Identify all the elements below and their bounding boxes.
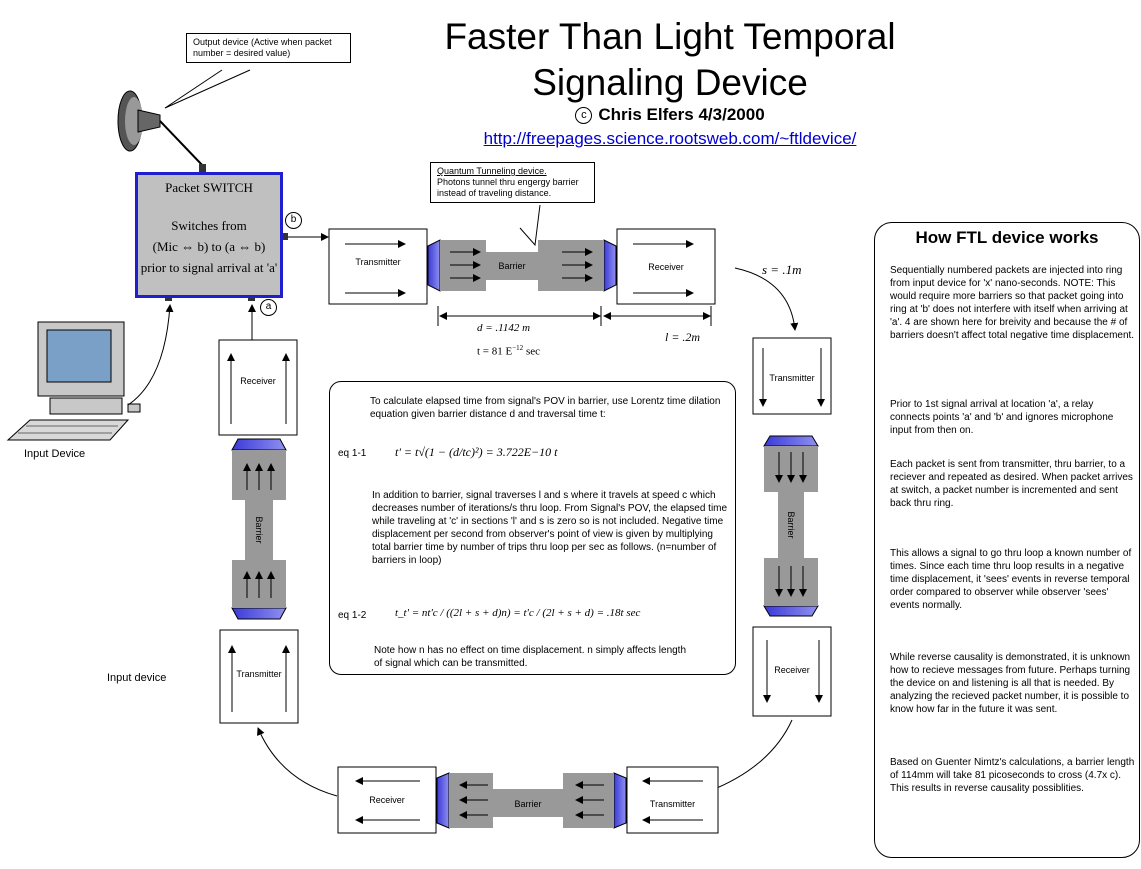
equation-2: t_t' = nt'c / ((2l + s + d)n) = t'c / (2… bbox=[395, 607, 641, 619]
right-receiver-label: Receiver bbox=[774, 665, 810, 675]
packet-switch[interactable]: Packet SWITCH Switches from (Mic ⇔ b) to… bbox=[135, 172, 283, 298]
right-transmitter-label: Transmitter bbox=[769, 373, 815, 383]
dimension-t: t = 81 E−12 sec bbox=[477, 344, 540, 358]
how-it-works-panel bbox=[874, 222, 1140, 858]
dimension-t-exp: −12 bbox=[512, 344, 524, 352]
how-it-works-title: How FTL device works bbox=[915, 228, 1099, 247]
how-paragraph-2: Prior to 1st signal arrival at location … bbox=[890, 399, 1114, 436]
how-paragraph-3: Each packet is sent from transmitter, th… bbox=[890, 459, 1133, 509]
bottom-barrier-label: Barrier bbox=[514, 799, 542, 809]
dimension-d: d = .1142 m bbox=[477, 322, 531, 334]
left-barrier-assembly bbox=[231, 438, 287, 620]
left-barrier-label: Barrier bbox=[254, 516, 264, 544]
title-line-2: Signaling Device bbox=[532, 62, 808, 103]
switch-line-4: prior to signal arrival at 'a' bbox=[140, 260, 278, 275]
bottom-barrier-assembly bbox=[436, 772, 627, 829]
equation-note: Note how n has no effect on time displac… bbox=[374, 645, 687, 669]
right-barrier-assembly bbox=[763, 435, 819, 617]
top-transmitter-label: Transmitter bbox=[355, 257, 401, 267]
left-receiver-label: Receiver bbox=[240, 376, 276, 386]
author-date: Chris Elfers 4/3/2000 bbox=[598, 105, 765, 124]
bottom-receiver-label: Receiver bbox=[369, 795, 405, 805]
output-device-callout: Output device (Active when packet number… bbox=[186, 33, 351, 63]
tunnel-callout-title: Quantum Tunneling device. bbox=[437, 166, 547, 176]
eq1-label: eq 1-1 bbox=[338, 448, 367, 459]
dimension-t-unit: sec bbox=[525, 345, 540, 358]
dimension-l: l = .2m bbox=[665, 330, 701, 344]
equation-box bbox=[329, 381, 736, 675]
title-line-1: Faster Than Light Temporal bbox=[444, 16, 896, 57]
right-barrier-label: Barrier bbox=[786, 511, 796, 539]
top-barrier-label: Barrier bbox=[498, 261, 526, 271]
left-transmitter-label: Transmitter bbox=[236, 669, 282, 679]
top-barrier-assembly bbox=[427, 239, 617, 292]
website-link[interactable]: http://freepages.science.rootsweb.com/~f… bbox=[483, 129, 857, 148]
switch-line-3: (Mic ⇔ b) to (a ⇔ b) bbox=[152, 239, 266, 254]
how-paragraph-6: Based on Guenter Nimtz's calculations, a… bbox=[890, 757, 1135, 794]
quantum-tunneling-callout: Quantum Tunneling device. Photons tunnel… bbox=[430, 162, 595, 203]
point-a-marker: a bbox=[260, 299, 277, 316]
input-device-label: Input Device bbox=[24, 448, 86, 460]
eq2-label: eq 1-2 bbox=[338, 610, 367, 621]
top-receiver-label: Receiver bbox=[648, 262, 684, 272]
switch-line-2: Switches from bbox=[171, 218, 247, 233]
bottom-transmitter-label: Transmitter bbox=[649, 799, 696, 809]
input-device-label-2: Input device bbox=[107, 672, 167, 684]
tunnel-callout-text: Photons tunnel thru engergy barrier inst… bbox=[437, 177, 579, 198]
switch-title: Packet SWITCH bbox=[165, 180, 253, 195]
copyright-icon: c bbox=[575, 107, 593, 124]
how-paragraph-4: This allows a signal to go thru loop a k… bbox=[890, 548, 1132, 611]
page-title: Faster Than Light Temporal Signaling Dev… bbox=[330, 14, 1010, 106]
dimension-s: s = .1m bbox=[762, 262, 802, 277]
point-b-marker: b bbox=[285, 212, 302, 229]
dimension-t-value: t = 81 E bbox=[477, 345, 513, 358]
computer-icon bbox=[6, 321, 141, 441]
how-paragraph-1: Sequentially numbered packets are inject… bbox=[890, 265, 1135, 341]
byline: c Chris Elfers 4/3/2000 bbox=[470, 105, 870, 125]
equation-intro: To calculate elapsed time from signal's … bbox=[370, 396, 721, 420]
equation-1: t' = t√(1 − (d/tc)²) = 3.722E−10 t bbox=[395, 445, 558, 459]
how-paragraph-5: While reverse causality is demonstrated,… bbox=[890, 652, 1131, 715]
equation-paragraph-2: In addition to barrier, signal traverses… bbox=[372, 490, 728, 566]
speaker-icon bbox=[117, 90, 206, 172]
